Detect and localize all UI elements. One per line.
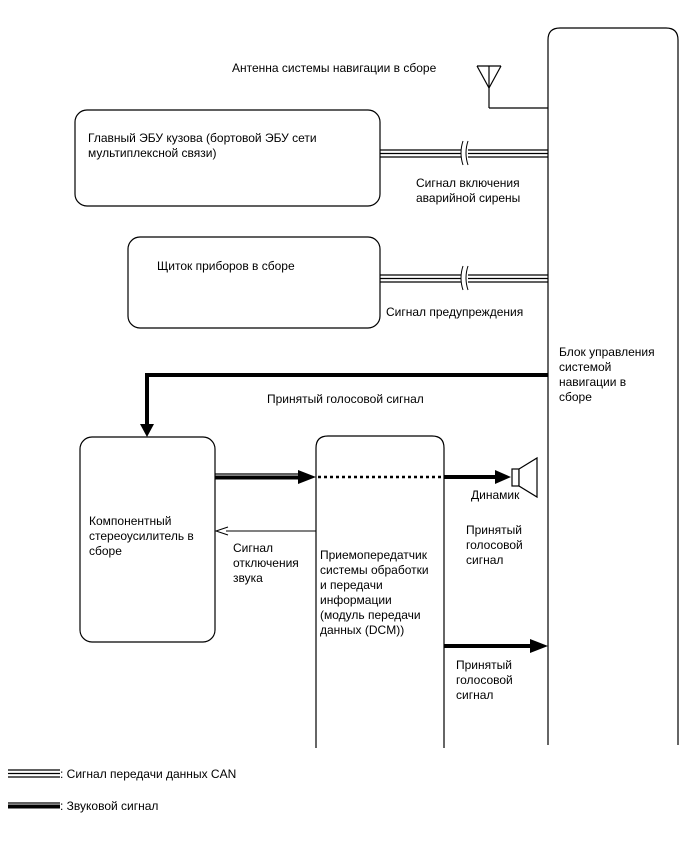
can-line-warning: [380, 265, 548, 291]
warning-signal-label: Сигнал предупреждения: [386, 305, 524, 319]
voice-received-bottom-label: Принятый голосовой сигнал: [456, 658, 513, 702]
legend-audio-label: : Звуковой сигнал: [60, 799, 159, 813]
mute-signal-line: [214, 526, 316, 536]
dcm-label: Приемопередатчик системы обработки и пер…: [320, 548, 429, 637]
speaker-label: Динамик: [471, 488, 520, 502]
audio-line-amplifier-to-dcm: [215, 470, 316, 484]
nav-unit-label: Блок управления системой навигации в сбо…: [559, 345, 655, 404]
can-line-hazard: [380, 140, 548, 166]
amplifier-label: Компонентный стереоусилитель в сборе: [89, 514, 194, 558]
antenna-label: Антенна системы навигации в сборе: [232, 61, 437, 75]
audio-line-to-speaker: [444, 470, 511, 484]
amplifier-block: [79, 436, 216, 643]
main-ecu-block: [74, 109, 381, 207]
dcm-block: [315, 435, 445, 748]
voice-received-top-label: Принятый голосовой сигнал: [267, 392, 424, 406]
speaker-icon: [511, 456, 538, 499]
antenna-icon: [476, 65, 548, 109]
main-ecu-label: Главный ЭБУ кузова (бортовой ЭБУ сети му…: [88, 131, 317, 160]
meter-block: [127, 236, 381, 329]
audio-line-dcm-to-nav: [444, 639, 548, 653]
meter-label: Щиток приборов в сборе: [157, 259, 295, 273]
nav-unit-block: [547, 27, 679, 745]
legend-can-label: : Сигнал передачи данных CAN: [60, 767, 237, 781]
voice-received-right-label: Принятый голосовой сигнал: [466, 523, 523, 567]
legend-audio-symbol: [8, 802, 60, 809]
mute-signal-label: Сигнал отключения звука: [233, 541, 299, 585]
legend-can-symbol: [8, 769, 60, 778]
audio-line-to-amplifier: [140, 373, 548, 437]
hazard-signal-label: Сигнал включения аварийной сирены: [416, 176, 521, 205]
